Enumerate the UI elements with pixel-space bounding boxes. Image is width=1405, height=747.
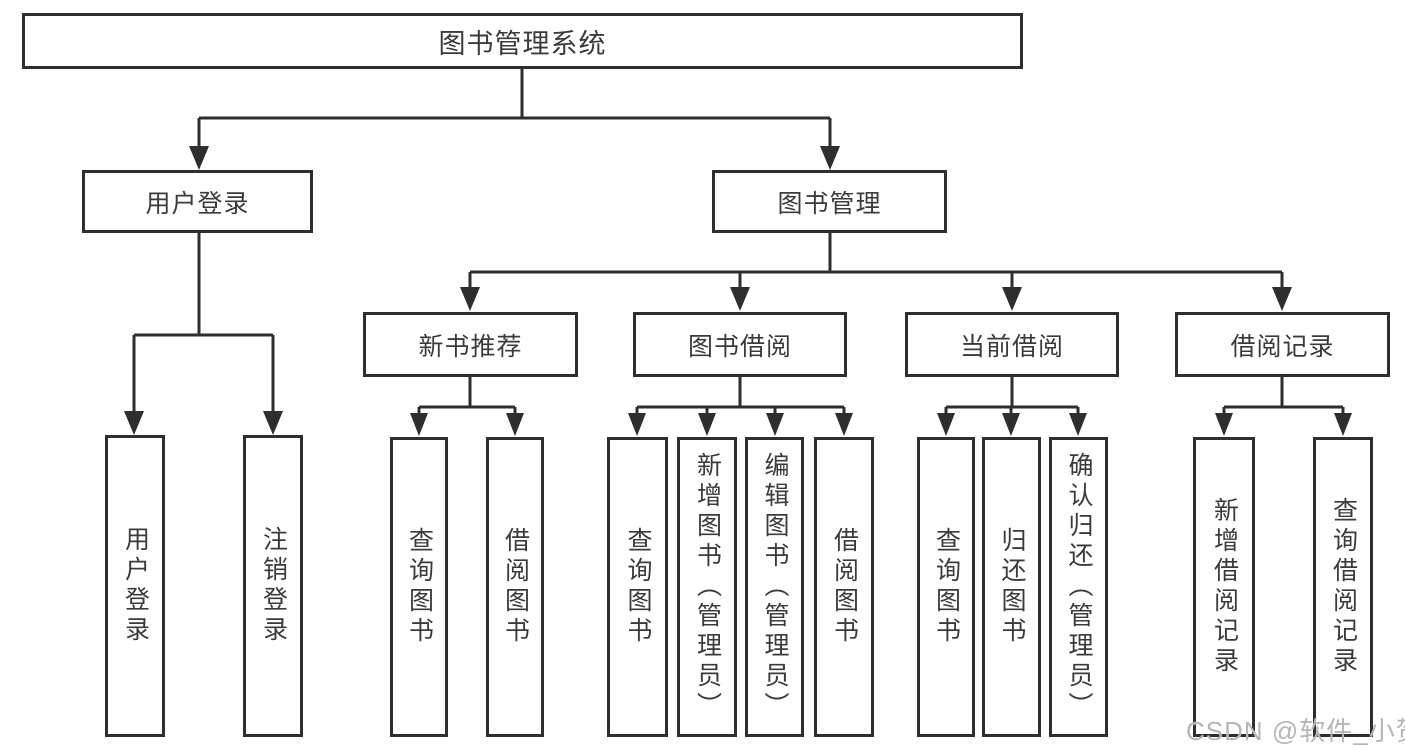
arrowheads (124, 146, 1352, 436)
leaf-borrow-query-book-label: 查询图书 (624, 527, 652, 647)
node-root-system: 图书管理系统 (22, 13, 1023, 69)
node-new-book-recommend-label: 新书推荐 (418, 332, 523, 361)
csdn-watermark: CSDN @软件_小贺同学 (1186, 716, 1405, 746)
leaf-current-query-book: 查询图书 (917, 437, 975, 737)
leaf-add-borrow-record: 新增借阅记录 (1193, 437, 1255, 737)
leaf-logout-label: 注销登录 (259, 526, 288, 646)
node-current-borrow-label: 当前借阅 (959, 332, 1064, 361)
node-new-book-recommend: 新书推荐 (363, 312, 578, 377)
node-root-label: 图书管理系统 (438, 28, 607, 59)
leaf-recommend-borrow-book-label: 借阅图书 (501, 527, 530, 647)
node-book-management-label: 图书管理 (777, 189, 882, 218)
leaf-query-borrow-record: 查询借阅记录 (1313, 437, 1373, 737)
leaf-borrow-book: 借阅图书 (814, 437, 874, 737)
leaf-edit-book-admin-label: 编辑图书（管理员） (761, 452, 789, 722)
leaf-current-query-book-label: 查询图书 (932, 527, 961, 647)
node-user-login-label: 用户登录 (145, 189, 250, 218)
leaf-add-book-admin-label: 新增图书（管理员） (693, 452, 722, 722)
leaf-user-login: 用户登录 (105, 435, 165, 737)
leaf-user-login-label: 用户登录 (121, 526, 150, 646)
leaf-add-book-admin: 新增图书（管理员） (677, 437, 737, 737)
leaf-confirm-return-admin: 确认归还（管理员） (1049, 437, 1108, 737)
node-borrow-record: 借阅记录 (1175, 312, 1390, 377)
leaf-recommend-borrow-book: 借阅图书 (486, 437, 544, 737)
leaf-recommend-query-book: 查询图书 (390, 437, 448, 737)
node-book-borrow-label: 图书借阅 (687, 332, 792, 361)
node-current-borrow: 当前借阅 (905, 312, 1119, 377)
leaf-return-book: 归还图书 (982, 437, 1041, 737)
leaf-add-borrow-record-label: 新增借阅记录 (1210, 497, 1239, 677)
leaf-edit-book-admin: 编辑图书（管理员） (745, 437, 804, 737)
leaf-confirm-return-admin-label: 确认归还（管理员） (1065, 452, 1093, 722)
leaf-return-book-label: 归还图书 (998, 527, 1026, 647)
leaf-borrow-book-label: 借阅图书 (830, 527, 859, 647)
leaf-query-borrow-record-label: 查询借阅记录 (1329, 497, 1358, 677)
leaf-recommend-query-book-label: 查询图书 (405, 527, 434, 647)
node-book-management: 图书管理 (712, 170, 947, 233)
leaf-logout: 注销登录 (243, 435, 303, 737)
leaf-borrow-query-book: 查询图书 (607, 437, 668, 737)
node-borrow-record-label: 借阅记录 (1230, 332, 1335, 361)
node-user-login: 用户登录 (82, 170, 313, 233)
node-book-borrow: 图书借阅 (633, 312, 847, 377)
